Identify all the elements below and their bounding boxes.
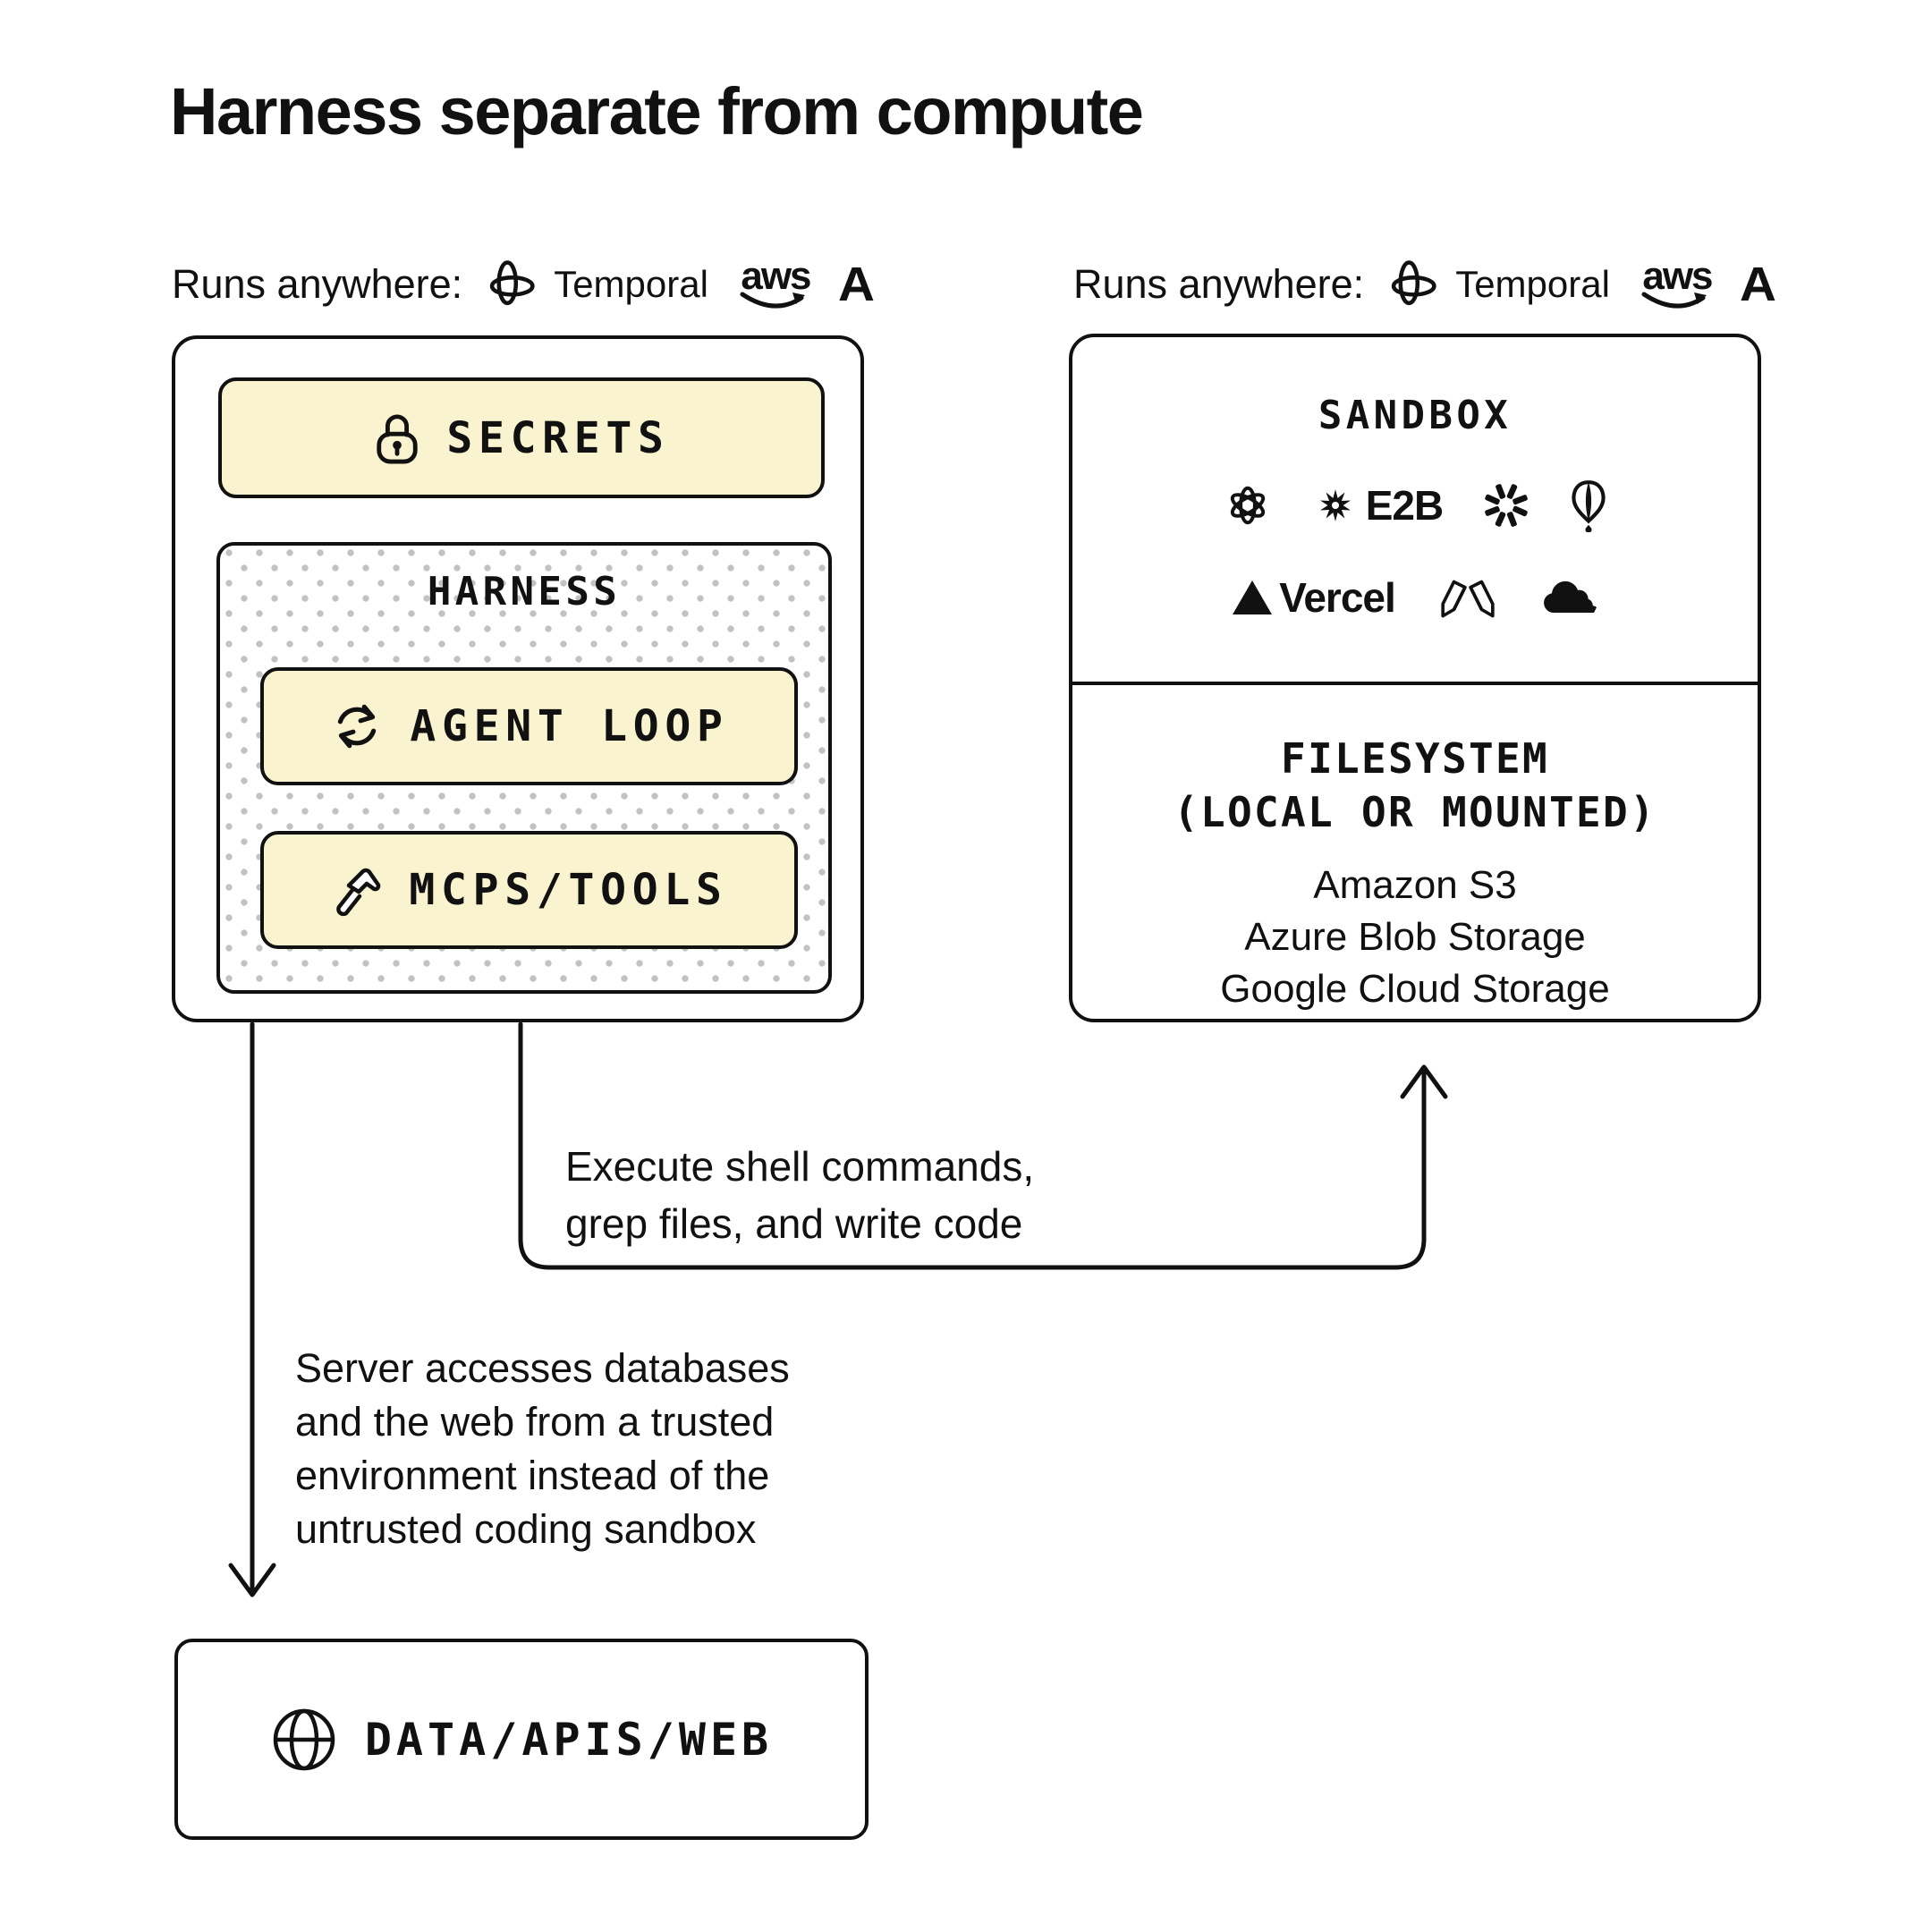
data-apis-web-label: DATA/APIS/WEB	[364, 1713, 774, 1766]
lock-icon	[373, 411, 421, 466]
refresh-icon	[329, 699, 385, 754]
temporal-label: Temporal	[554, 263, 708, 305]
arrowhead-down	[228, 1563, 276, 1597]
sandbox-logo-row-2: Vercel	[1072, 573, 1758, 622]
globe-icon	[270, 1706, 338, 1774]
harness-host-box: SECRETS HARNESS AGENT LOOP	[172, 335, 864, 1022]
fly-balloon-logo	[1570, 479, 1607, 532]
harness-box: HARNESS AGENT LOOP	[216, 542, 832, 994]
secrets-label: SECRETS	[446, 412, 670, 463]
vercel-label: Vercel	[1279, 574, 1396, 621]
aws-logo: aws	[1640, 257, 1714, 312]
storage-item-azure-blob: Azure Blob Storage	[1244, 915, 1586, 959]
agent-loop-box: AGENT LOOP	[260, 667, 798, 785]
sandbox-title: SANDBOX	[1318, 393, 1513, 438]
temporal-icon	[1385, 258, 1437, 310]
openai-logo	[1223, 480, 1273, 530]
sandbox-logo-row-1: E2B	[1072, 479, 1758, 532]
storage-item-google-cloud: Google Cloud Storage	[1220, 967, 1610, 1011]
sandbox-host-box: SANDBOX E2B	[1069, 334, 1761, 1022]
data-apis-web-box: DATA/APIS/WEB	[174, 1639, 869, 1840]
runs-anywhere-row-left: Runs anywhere: Temporal aws A	[172, 254, 875, 315]
temporal-label: Temporal	[1455, 263, 1610, 305]
anthropic-logo: A	[1739, 258, 1776, 311]
hammer-icon	[330, 863, 384, 917]
modal-logo	[1438, 575, 1497, 620]
runs-anywhere-label: Runs anywhere:	[172, 261, 463, 307]
execute-shell-note: Execute shell commands, grep files, and …	[565, 1143, 1035, 1247]
server-access-note: Server accesses databases and the web fr…	[295, 1345, 790, 1552]
agent-loop-label: AGENT LOOP	[410, 701, 729, 751]
secrets-box: SECRETS	[218, 377, 825, 498]
mcps-tools-box: MCPS/TOOLS	[260, 831, 798, 949]
runs-anywhere-row-right: Runs anywhere: Temporal aws A	[1073, 254, 1776, 315]
aws-logo: aws	[739, 257, 812, 312]
storage-item-amazon-s3: Amazon S3	[1313, 863, 1517, 907]
e2b-logo: E2B	[1312, 481, 1444, 530]
temporal-icon	[484, 258, 536, 310]
filesystem-storage-list: Amazon S3 Azure Blob Storage Google Clou…	[1072, 860, 1758, 1015]
vercel-logo: Vercel	[1233, 573, 1396, 622]
e2b-label: E2B	[1365, 482, 1444, 529]
cloudflare-logo	[1540, 579, 1597, 616]
daytona-logo	[1482, 481, 1530, 530]
filesystem-title: FILESYSTEM (LOCAL OR MOUNTED)	[1174, 734, 1657, 836]
runs-anywhere-label: Runs anywhere:	[1073, 261, 1365, 307]
harness-title: HARNESS	[427, 569, 622, 614]
mcps-tools-label: MCPS/TOOLS	[409, 865, 728, 915]
anthropic-logo: A	[837, 258, 875, 311]
sandbox-filesystem-divider	[1072, 682, 1758, 685]
arrowhead-up	[1400, 1064, 1448, 1099]
vercel-triangle-icon	[1233, 580, 1273, 614]
page-title: Harness separate from compute	[170, 74, 1144, 148]
